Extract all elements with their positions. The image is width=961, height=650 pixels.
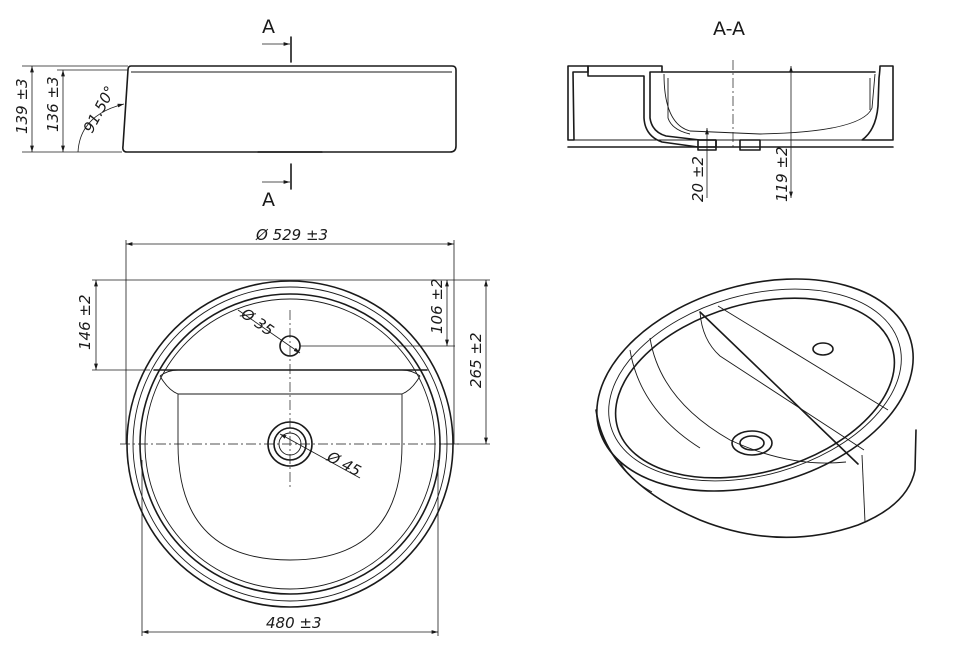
top-view: Ø 529 ±3 480 ±3 Ø 35 Ø 45 146 ±2 106 ±2 … (76, 226, 490, 636)
marker-top-label: A (262, 16, 275, 38)
side-body-outline (122, 65, 457, 153)
dim-base-diameter: 480 ±3 (266, 614, 322, 632)
marker-bottom-label: A (262, 189, 275, 211)
dim-drain-height: 20 ±2 (689, 156, 707, 202)
dim-body-height: 136 ±3 (44, 76, 62, 132)
dim-total-height: 139 ±3 (13, 78, 31, 134)
dim-ledge-depth: 146 ±2 (76, 294, 94, 350)
side-view: A A 139 ±3 136 ±3 91.50° (13, 16, 457, 211)
dim-angle: 91.50° (80, 83, 120, 136)
dim-drain: Ø 45 (323, 447, 364, 480)
dim-tap-offset: 106 ±2 (428, 278, 446, 334)
section-left-wall (567, 65, 589, 141)
dim-tap-hole: Ø 35 (237, 304, 277, 340)
section-ledge (587, 65, 717, 148)
isometric-view (595, 278, 917, 539)
dim-depth: 119 ±2 (773, 146, 791, 202)
dim-center-offset: 265 ±2 (467, 332, 485, 388)
section-marker-top: A (262, 16, 292, 63)
section-marker-bottom: A (262, 163, 292, 211)
section-right-wall (861, 65, 894, 141)
section-view: A-A 20 ±2 119 ±2 (567, 18, 894, 202)
dim-outer-diameter: Ø 529 ±3 (255, 226, 328, 244)
section-title: A-A (713, 18, 745, 40)
